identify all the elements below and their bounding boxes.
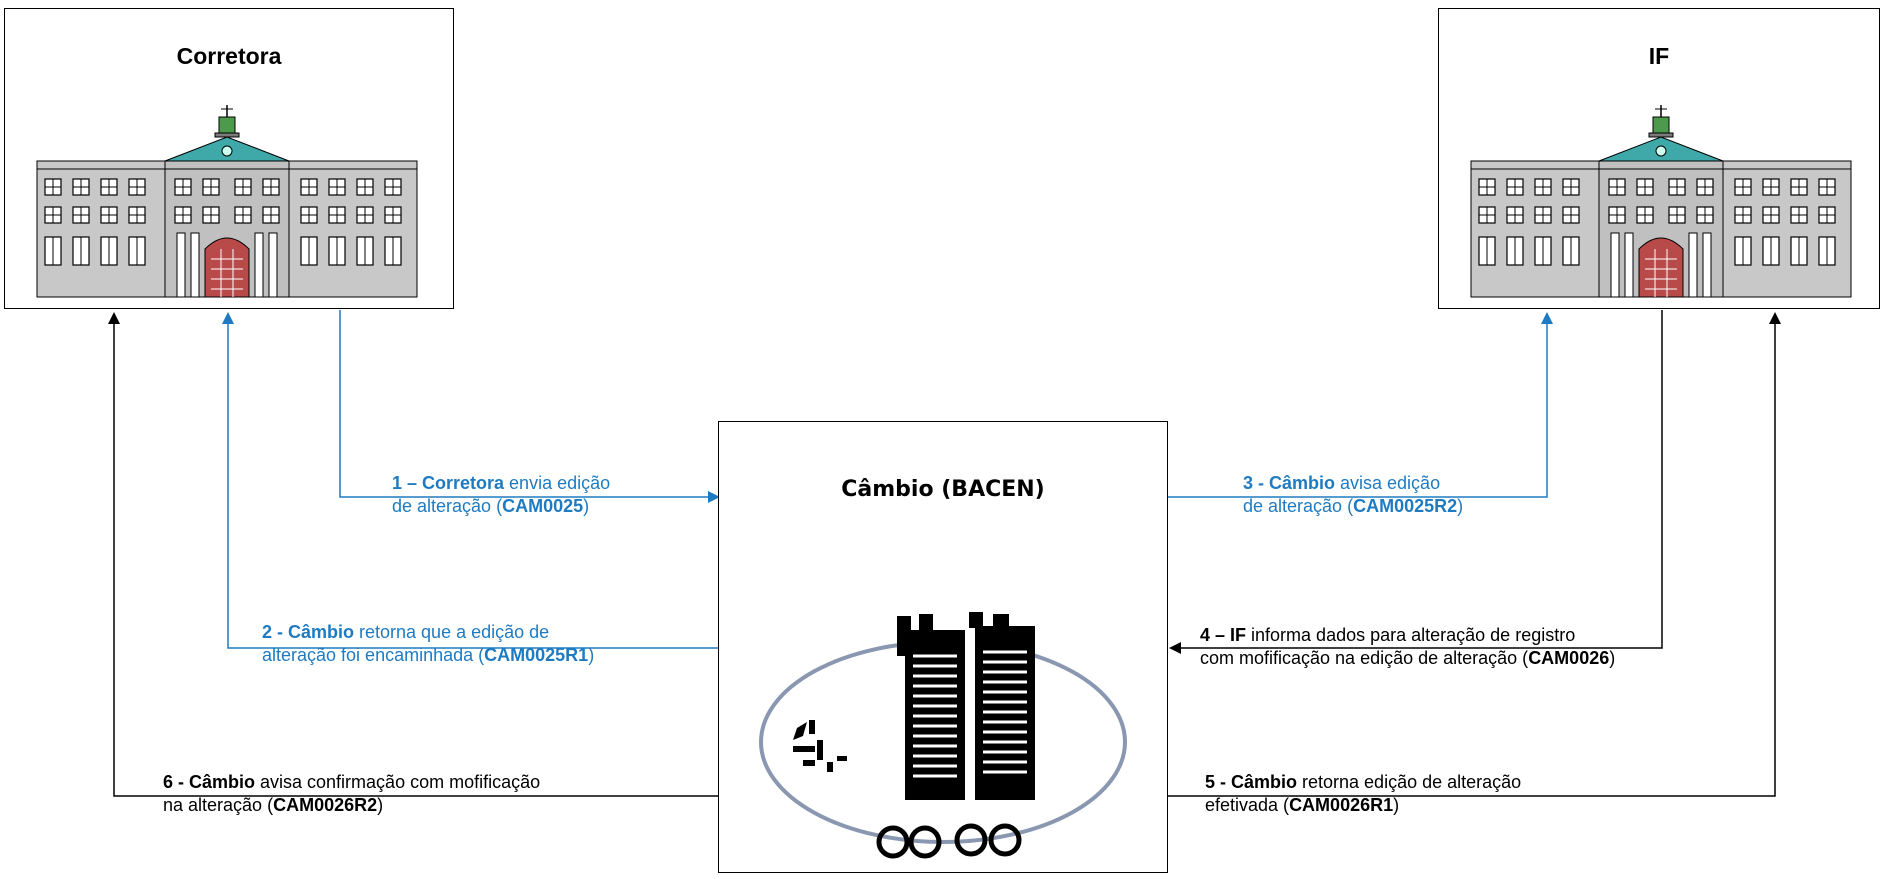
message-2-step: 2 - Câmbio xyxy=(262,622,355,642)
building-icon xyxy=(1469,99,1854,304)
message-5-label: 5 - Câmbio retorna edição de alteração e… xyxy=(1205,771,1521,817)
message-6-close: ) xyxy=(377,795,384,815)
message-2-label: 2 - Câmbio retorna que a edição de alter… xyxy=(262,621,594,667)
message-2-code: CAM0025R1 xyxy=(484,645,589,665)
message-3-close: ) xyxy=(1457,496,1464,516)
message-1-label: 1 – Corretora envia edição de alteração … xyxy=(392,472,610,518)
message-5-text: retorna edição de alteração xyxy=(1297,772,1522,792)
message-6-step: 6 - Câmbio xyxy=(163,772,256,792)
message-5-code: CAM0026R1 xyxy=(1289,795,1394,815)
message-5-step: 5 - Câmbio xyxy=(1205,772,1298,792)
message-2-close: ) xyxy=(588,645,595,665)
message-1-step: 1 – Corretora xyxy=(392,473,505,493)
corretora-node: Corretora xyxy=(4,8,454,309)
arrow-3 xyxy=(1168,312,1553,498)
bacen-node: Câmbio (BACEN) xyxy=(718,421,1168,873)
message-4-text-line2: com mofificação na edição de alteração ( xyxy=(1200,648,1529,668)
message-3-label: 3 - Câmbio avisa edição de alteração (CA… xyxy=(1243,472,1463,518)
message-3-code: CAM0025R2 xyxy=(1353,496,1458,516)
message-6-code: CAM0026R2 xyxy=(273,795,378,815)
message-3-step: 3 - Câmbio xyxy=(1243,473,1336,493)
message-1-text-line2: de alteração ( xyxy=(392,496,503,516)
if-node: IF xyxy=(1438,8,1880,309)
arrow-6 xyxy=(108,312,718,797)
message-4-label: 4 – IF informa dados para alteração de r… xyxy=(1200,624,1615,670)
message-4-close: ) xyxy=(1609,648,1616,668)
message-3-text: avisa edição xyxy=(1335,473,1441,493)
message-1-close: ) xyxy=(583,496,590,516)
arrow-2 xyxy=(222,312,718,649)
message-1-code: CAM0025 xyxy=(502,496,584,516)
message-3-text-line2: de alteração ( xyxy=(1243,496,1354,516)
bacen-title: Câmbio (BACEN) xyxy=(841,477,1045,502)
message-4-text: informa dados para alteração de registro xyxy=(1246,625,1576,645)
arrow-1 xyxy=(339,310,720,503)
corretora-title: Corretora xyxy=(176,43,282,69)
message-2-text-line2: alteração foi encaminhada ( xyxy=(262,645,485,665)
message-4-step: 4 – IF xyxy=(1200,625,1247,645)
message-4-code: CAM0026 xyxy=(1528,648,1610,668)
building-icon xyxy=(35,99,420,304)
message-2-text: retorna que a edição de xyxy=(354,622,550,642)
message-6-text: avisa confirmação com mofificação xyxy=(255,772,541,792)
arrow-4 xyxy=(1169,310,1663,654)
message-5-text-line2: efetivada ( xyxy=(1205,795,1290,815)
arrow-5 xyxy=(1168,312,1781,797)
message-6-label: 6 - Câmbio avisa confirmação com mofific… xyxy=(163,771,540,817)
bacen-logo-icon xyxy=(757,610,1132,879)
if-title: IF xyxy=(1648,43,1670,69)
message-6-text-line2: na alteração ( xyxy=(163,795,274,815)
message-5-close: ) xyxy=(1393,795,1400,815)
message-1-text: envia edição xyxy=(504,473,611,493)
